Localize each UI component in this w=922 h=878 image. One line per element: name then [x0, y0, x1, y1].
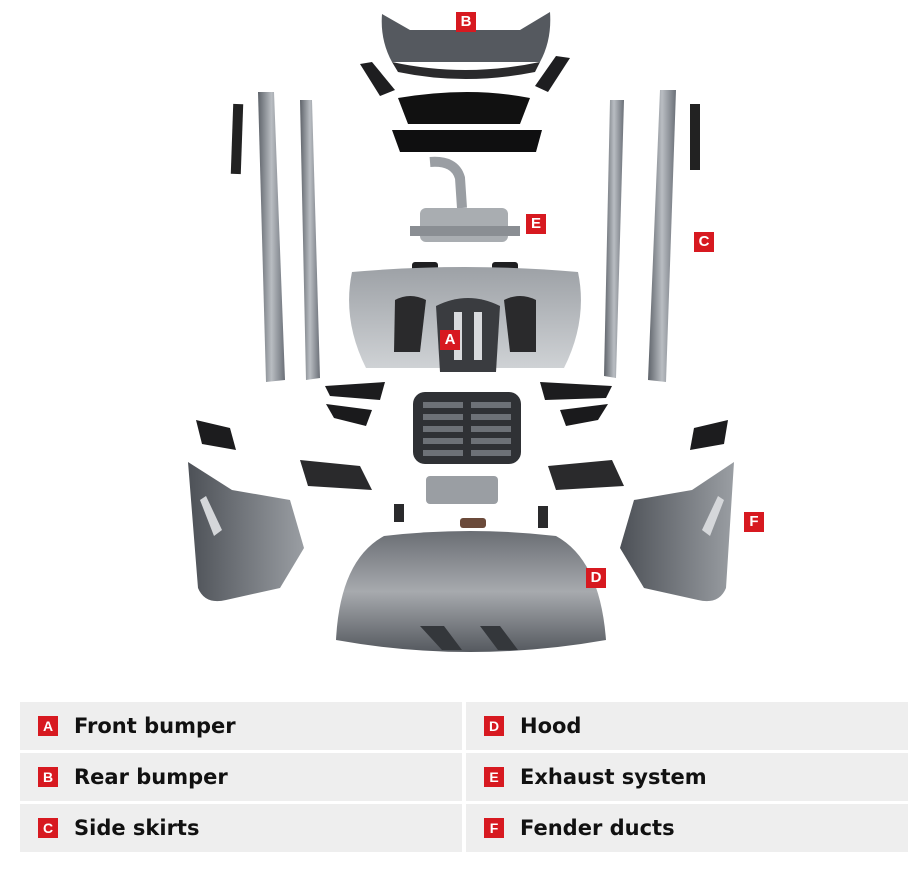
marker-d: D [586, 568, 606, 588]
legend-item: F Fender ducts [466, 804, 908, 852]
legend-item: D Hood [466, 702, 908, 750]
legend-item: E Exhaust system [466, 753, 908, 801]
legend-badge: B [38, 767, 58, 787]
legend-label: Rear bumper [74, 765, 228, 789]
legend-label: Fender ducts [520, 816, 675, 840]
legend-row: C Side skirts F Fender ducts [20, 804, 908, 852]
marker-c: C [694, 232, 714, 252]
parts-illustration: B E C A F D [188, 12, 764, 652]
rear-bumper-part [360, 12, 570, 152]
legend-label: Exhaust system [520, 765, 707, 789]
front-splitters-part [325, 382, 612, 426]
legend-label: Front bumper [74, 714, 236, 738]
legend-label: Hood [520, 714, 582, 738]
parts-legend: A Front bumper D Hood B Rear bumper E Ex… [20, 702, 908, 855]
legend-badge: C [38, 818, 58, 838]
side-skirts-part [230, 90, 700, 382]
legend-item: B Rear bumper [20, 753, 462, 801]
legend-row: B Rear bumper E Exhaust system [20, 753, 908, 801]
grille-part [413, 392, 521, 464]
marker-e: E [526, 214, 546, 234]
fog-grilles-part [196, 420, 728, 528]
legend-badge: A [38, 716, 58, 736]
legend-badge: F [484, 818, 504, 838]
hood-part [336, 531, 606, 652]
legend-item: A Front bumper [20, 702, 462, 750]
legend-row: A Front bumper D Hood [20, 702, 908, 750]
legend-item: C Side skirts [20, 804, 462, 852]
marker-f: F [744, 512, 764, 532]
legend-label: Side skirts [74, 816, 200, 840]
body-kit-parts-svg [188, 12, 734, 652]
marker-a: A [440, 330, 460, 350]
fender-ducts-part [188, 462, 734, 602]
legend-badge: D [484, 716, 504, 736]
front-bumper-part [349, 267, 581, 372]
legend-badge: E [484, 767, 504, 787]
marker-b: B [456, 12, 476, 32]
exhaust-system-part [410, 156, 520, 280]
